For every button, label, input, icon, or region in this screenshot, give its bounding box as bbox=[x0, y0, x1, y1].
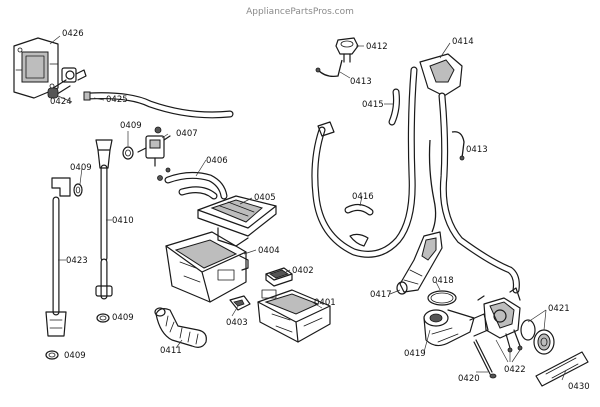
label-0421: 0421 bbox=[548, 304, 570, 314]
label-0404: 0404 bbox=[258, 246, 280, 256]
part-0404-drawer-housing bbox=[165, 231, 249, 303]
part-0413-wire-top bbox=[315, 59, 343, 78]
part-0405-dispenser-lid bbox=[197, 195, 277, 247]
label-0426: 0426 bbox=[62, 29, 84, 39]
label-0425: 0425 bbox=[106, 95, 128, 105]
label-0401: 0401 bbox=[314, 298, 336, 308]
part-0422-pump-motor bbox=[477, 287, 523, 353]
label-0420: 0420 bbox=[458, 374, 480, 384]
part-0412-connector bbox=[335, 37, 359, 63]
part-0426-bracket bbox=[13, 37, 59, 99]
part-0418-ring bbox=[427, 290, 457, 306]
label-0419: 0419 bbox=[404, 349, 426, 359]
part-0419-pump bbox=[423, 309, 489, 347]
part-0410-hose bbox=[95, 139, 113, 300]
part-0409-clamp-top bbox=[122, 146, 134, 160]
label-0410: 0410 bbox=[112, 216, 134, 226]
part-0411-bellows-hose bbox=[154, 307, 207, 348]
part-0409-clamp-mid bbox=[96, 313, 110, 323]
label-0405: 0405 bbox=[254, 193, 276, 203]
part-0413-wire-right bbox=[428, 131, 465, 233]
label-0418: 0418 bbox=[432, 276, 454, 286]
part-0402-component bbox=[265, 267, 293, 287]
label-0409-mid: 0409 bbox=[112, 313, 134, 323]
part-0401-dispenser-drawer bbox=[257, 289, 331, 343]
part-0415-hose bbox=[388, 88, 400, 126]
label-0422: 0422 bbox=[504, 365, 526, 375]
label-0412: 0412 bbox=[366, 42, 388, 52]
label-0423: 0423 bbox=[66, 256, 88, 266]
part-0416-clip-hose bbox=[344, 203, 374, 247]
label-0409-left: 0409 bbox=[70, 163, 92, 173]
part-0403-bracket bbox=[229, 295, 251, 311]
label-0416: 0416 bbox=[352, 192, 374, 202]
label-0413-right: 0413 bbox=[466, 145, 488, 155]
part-0423-hose bbox=[45, 177, 71, 337]
label-0414: 0414 bbox=[452, 37, 474, 47]
part-drain-hose-large bbox=[311, 66, 418, 258]
label-0424: 0424 bbox=[50, 97, 72, 107]
label-0406: 0406 bbox=[206, 156, 228, 166]
label-0415: 0415 bbox=[362, 100, 384, 110]
part-0425-hose bbox=[83, 91, 234, 119]
part-0421-seal-cap bbox=[520, 319, 555, 355]
label-0413-top: 0413 bbox=[350, 77, 372, 87]
leader-lines bbox=[49, 35, 567, 381]
label-0430: 0430 bbox=[568, 382, 590, 392]
label-0402: 0402 bbox=[292, 266, 314, 276]
label-0409-top: 0409 bbox=[120, 121, 142, 131]
part-0406-hoses bbox=[157, 167, 228, 200]
label-0409-bottom: 0409 bbox=[64, 351, 86, 361]
part-0407-valve bbox=[137, 126, 171, 167]
part-0417-pump-pipe bbox=[396, 231, 443, 295]
part-0430-plate bbox=[535, 351, 589, 387]
label-0407: 0407 bbox=[176, 129, 198, 139]
part-0420-rod bbox=[473, 339, 497, 379]
part-0414-hose bbox=[419, 53, 520, 294]
watermark-text: AppliancePartsPros.com bbox=[246, 7, 354, 17]
part-0409-clamp-bottom bbox=[45, 350, 59, 360]
part-0409-clamp-left bbox=[73, 183, 83, 197]
part-labels: 0426 0424 0425 0409 0409 0409 0409 0407 … bbox=[50, 29, 590, 392]
label-0411: 0411 bbox=[160, 346, 182, 356]
label-0403: 0403 bbox=[226, 318, 248, 328]
part-0424-inlet-valve bbox=[47, 67, 87, 99]
label-0417: 0417 bbox=[370, 290, 392, 300]
